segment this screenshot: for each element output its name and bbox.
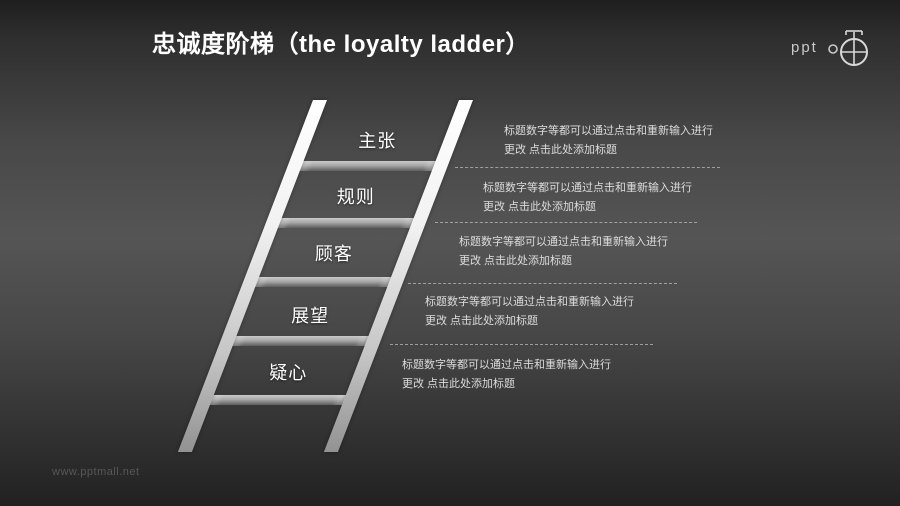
dashed-divider-2 xyxy=(435,222,697,223)
logo-text: ppt xyxy=(791,39,818,56)
compass-crosshair-icon: ppt xyxy=(791,30,868,66)
ladder-rung-1 xyxy=(288,161,447,171)
dashed-divider-4 xyxy=(390,344,653,345)
description-line: 标题数字等都可以通过点击和重新输入进行 xyxy=(425,296,634,308)
description-line: 标题数字等都可以通过点击和重新输入进行 xyxy=(483,182,692,194)
ladder-step-label-5[interactable]: 疑心 xyxy=(269,363,308,383)
description-line: 更改 点击此处添加标题 xyxy=(504,144,618,156)
watermark: www.pptmall.net xyxy=(52,466,140,478)
step-description-3[interactable]: 标题数字等都可以通过点击和重新输入进行 更改 点击此处添加标题 xyxy=(459,233,668,271)
description-line: 标题数字等都可以通过点击和重新输入进行 xyxy=(402,359,611,371)
description-line: 更改 点击此处添加标题 xyxy=(459,255,573,267)
ladder-step-label-3[interactable]: 顾客 xyxy=(314,244,353,264)
description-line: 更改 点击此处添加标题 xyxy=(402,378,516,390)
loyalty-ladder-diagram: 主张 规则 顾客 展望 疑心 xyxy=(177,100,473,452)
description-line: 标题数字等都可以通过点击和重新输入进行 xyxy=(459,236,668,248)
step-description-4[interactable]: 标题数字等都可以通过点击和重新输入进行 更改 点击此处添加标题 xyxy=(425,293,634,331)
ladder-rung-2 xyxy=(266,218,425,228)
ladder-rung-5 xyxy=(198,395,357,405)
ladder-rung-4 xyxy=(221,336,380,346)
dashed-divider-3 xyxy=(408,283,677,284)
step-description-2[interactable]: 标题数字等都可以通过点击和重新输入进行 更改 点击此处添加标题 xyxy=(483,179,692,217)
description-line: 标题数字等都可以通过点击和重新输入进行 xyxy=(504,125,713,137)
page-title[interactable]: 忠诚度阶梯（the loyalty ladder） xyxy=(152,31,530,58)
ladder-step-label-4[interactable]: 展望 xyxy=(291,306,330,326)
ladder-step-label-2[interactable]: 规则 xyxy=(336,187,375,207)
description-line: 更改 点击此处添加标题 xyxy=(483,201,597,213)
ladder-rung-3 xyxy=(244,277,403,287)
step-description-5[interactable]: 标题数字等都可以通过点击和重新输入进行 更改 点击此处添加标题 xyxy=(402,356,611,394)
description-line: 更改 点击此处添加标题 xyxy=(425,315,539,327)
ladder-step-label-1[interactable]: 主张 xyxy=(358,131,397,151)
dashed-divider-1 xyxy=(455,167,720,168)
pptmall-logo: ppt xyxy=(789,25,881,71)
step-description-1[interactable]: 标题数字等都可以通过点击和重新输入进行 更改 点击此处添加标题 xyxy=(504,122,713,160)
